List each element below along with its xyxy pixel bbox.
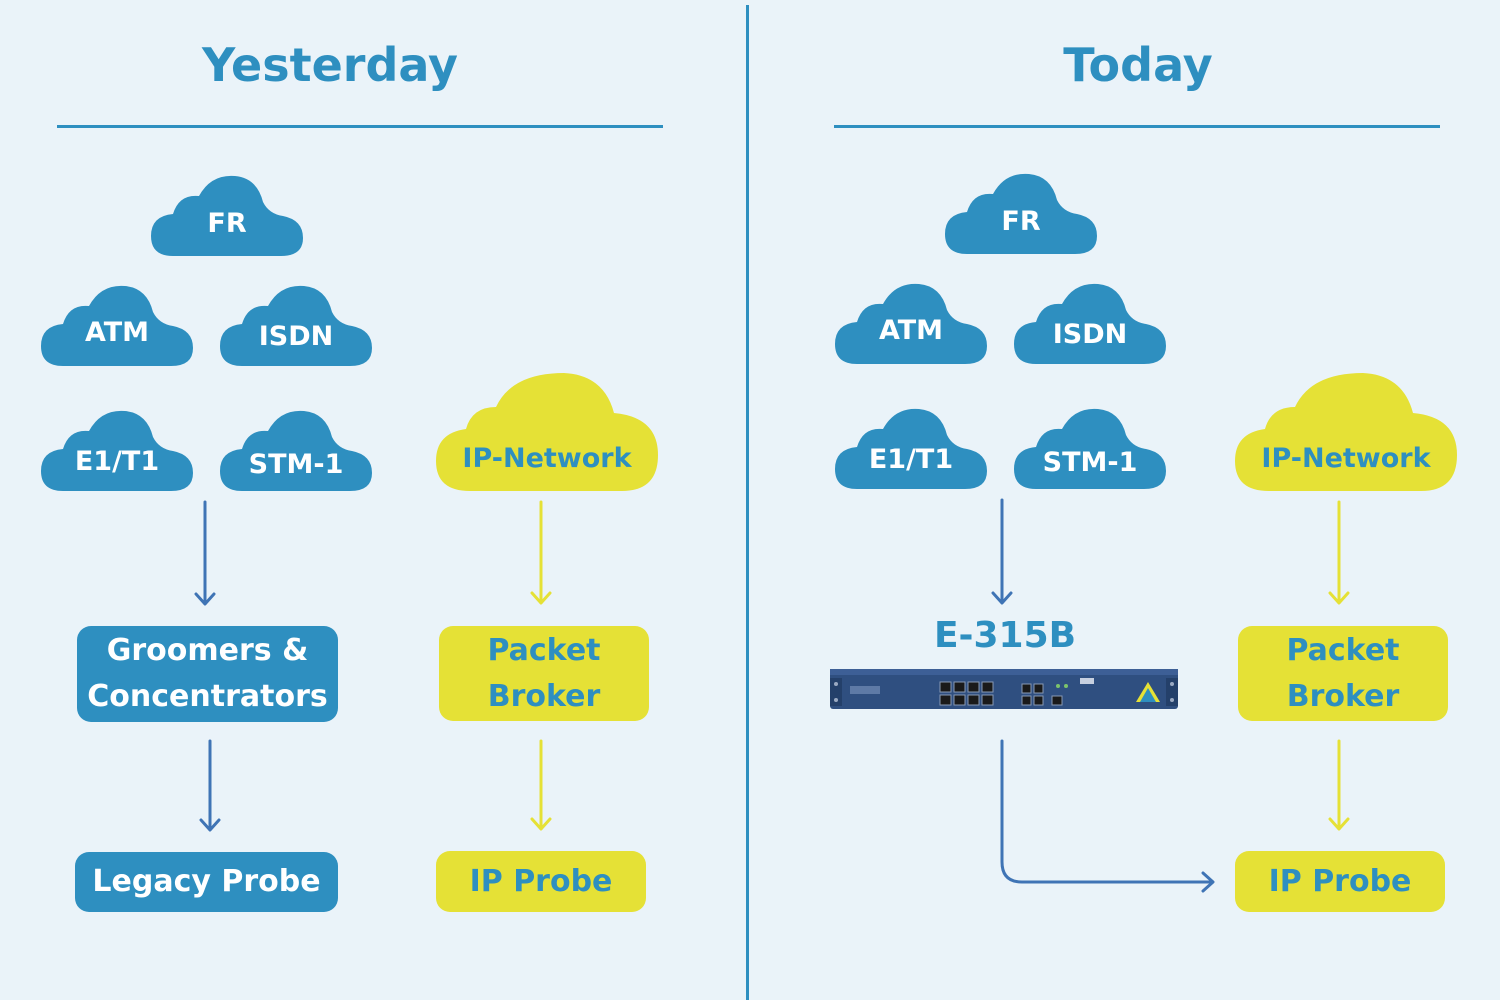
arrow-groomers-to-legacy-probe bbox=[199, 739, 221, 832]
e1t1-cloud: E1/T1 bbox=[41, 409, 193, 491]
arrow-clouds-to-device bbox=[991, 498, 1013, 605]
yesterday-underline bbox=[57, 125, 663, 128]
today-title: Today bbox=[1063, 38, 1213, 92]
device-model-label: E-315B bbox=[933, 615, 1077, 656]
ip-probe-box-today: IP Probe bbox=[1235, 851, 1445, 912]
fr-cloud: FR bbox=[151, 174, 303, 256]
atm-cloud-today: ATM bbox=[835, 282, 987, 364]
ip-network-cloud-label: IP-Network bbox=[462, 443, 632, 474]
ip-probe-box-left: IP Probe bbox=[436, 851, 646, 912]
isdn-cloud-today: ISDN bbox=[1014, 282, 1166, 364]
atm-cloud: ATM bbox=[41, 284, 193, 366]
center-divider bbox=[746, 5, 749, 1000]
stm1-cloud: STM-1 bbox=[220, 409, 372, 491]
fr-cloud-today: FR bbox=[945, 172, 1097, 254]
packet-broker-box-left: Packet Broker bbox=[439, 626, 649, 721]
ip-network-cloud-today: IP-Network bbox=[1235, 373, 1457, 491]
e1t1-cloud-label: E1/T1 bbox=[74, 446, 160, 477]
yesterday-title: Yesterday bbox=[201, 38, 459, 92]
arrow-device-to-ip-probe bbox=[1000, 739, 1215, 893]
fr-cloud-today-label: FR bbox=[1001, 206, 1041, 237]
packet-broker-line-1-left: Packet bbox=[487, 632, 601, 668]
groomers-line-2: Concentrators bbox=[87, 679, 328, 714]
stm1-cloud-today: STM-1 bbox=[1014, 407, 1166, 489]
isdn-cloud-today-label: ISDN bbox=[1052, 319, 1128, 350]
e1t1-cloud-today-label: E1/T1 bbox=[868, 444, 954, 475]
legacy-probe-label: Legacy Probe bbox=[92, 864, 321, 899]
arrow-clouds-to-groomers bbox=[194, 500, 216, 606]
packet-broker-line-1-today: Packet bbox=[1286, 632, 1400, 668]
e315b-device-image bbox=[830, 669, 1178, 709]
packet-broker-line-2-today: Broker bbox=[1286, 678, 1400, 714]
arrow-ip-network-to-packet-broker-today bbox=[1328, 500, 1350, 605]
ip-network-cloud: IP-Network bbox=[436, 373, 658, 491]
packet-broker-box-today: Packet Broker bbox=[1238, 626, 1448, 721]
packet-broker-line-2-left: Broker bbox=[487, 678, 601, 714]
isdn-cloud-label: ISDN bbox=[258, 321, 334, 352]
atm-cloud-today-label: ATM bbox=[878, 315, 944, 346]
stm1-cloud-today-label: STM-1 bbox=[1042, 447, 1138, 478]
today-underline bbox=[834, 125, 1440, 128]
arrow-ip-network-to-packet-broker bbox=[530, 500, 552, 605]
groomers-concentrators-box: Groomers & Concentrators bbox=[77, 626, 338, 722]
ip-probe-label-left: IP Probe bbox=[469, 863, 613, 899]
e1t1-cloud-today: E1/T1 bbox=[835, 407, 987, 489]
isdn-cloud: ISDN bbox=[220, 284, 372, 366]
stm1-cloud-label: STM-1 bbox=[248, 449, 344, 480]
ip-network-cloud-today-label: IP-Network bbox=[1261, 443, 1431, 474]
atm-cloud-label: ATM bbox=[84, 317, 150, 348]
ip-probe-label-today: IP Probe bbox=[1268, 863, 1412, 899]
fr-cloud-label: FR bbox=[207, 208, 247, 239]
arrow-packet-broker-to-ip-probe-today bbox=[1328, 739, 1350, 831]
legacy-probe-box: Legacy Probe bbox=[75, 852, 338, 912]
groomers-line-1: Groomers & bbox=[106, 633, 309, 668]
arrow-packet-broker-to-ip-probe bbox=[530, 739, 552, 831]
